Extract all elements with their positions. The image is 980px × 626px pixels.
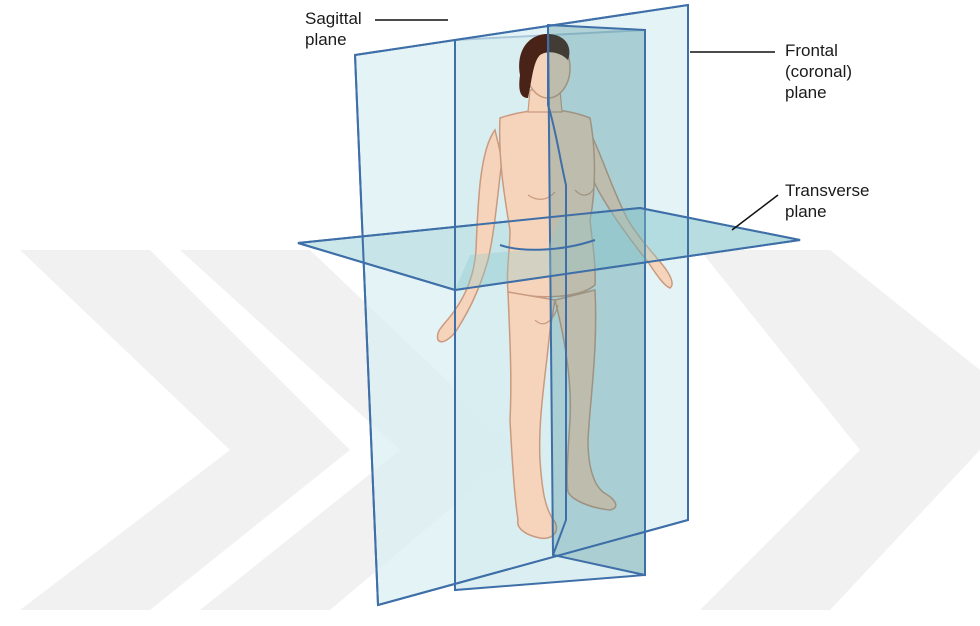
transverse-label-line-2: plane [785,201,869,222]
frontal-label-line-3: plane [785,82,852,103]
sagittal-label-line-2: plane [305,29,362,50]
sagittal-label-line-1: Sagittal [305,8,362,29]
sagittal-plane-label: Sagittal plane [305,8,362,50]
transverse-plane-label: Transverse plane [785,180,869,222]
frontal-label-line-2: (coronal) [785,61,852,82]
sagittal-plane-front-shade [548,25,645,575]
transverse-label-line-1: Transverse [785,180,869,201]
frontal-plane-label: Frontal (coronal) plane [785,40,852,103]
frontal-label-line-1: Frontal [785,40,852,61]
transverse-leader-line [732,195,778,230]
